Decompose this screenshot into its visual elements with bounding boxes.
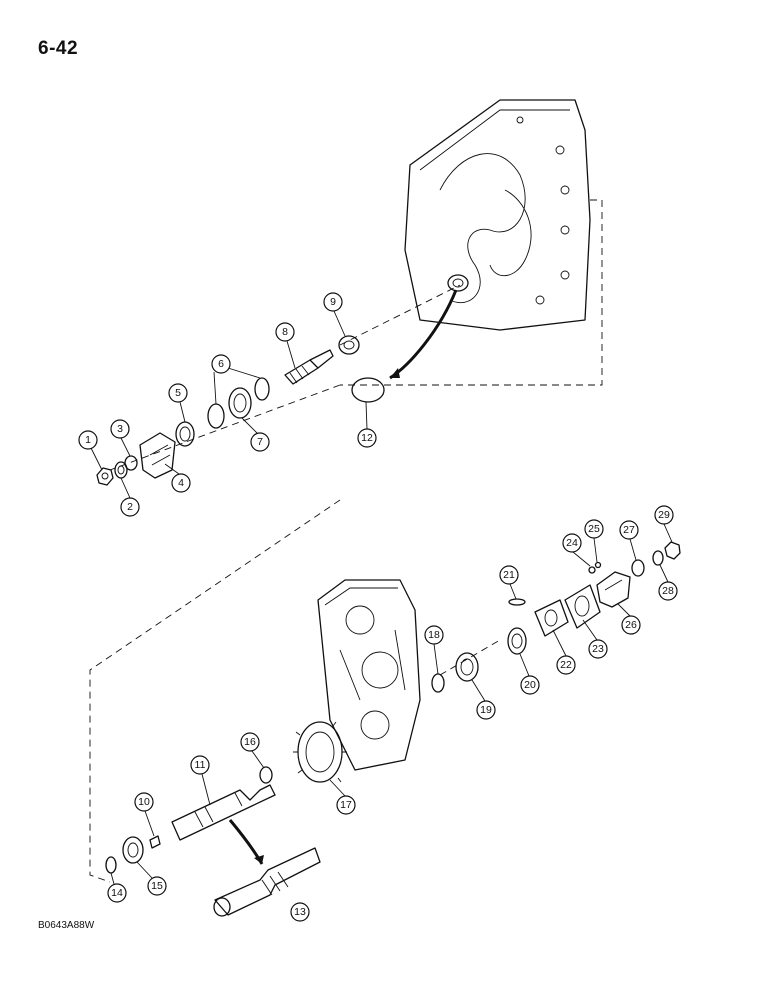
nut-29: [664, 541, 681, 560]
nut-1: [96, 467, 114, 486]
callout-19: 19: [476, 700, 496, 720]
callout-label: 26: [625, 619, 637, 631]
rear-cover: [317, 579, 421, 771]
callout-label: 11: [195, 759, 206, 771]
yoke-26: [596, 571, 631, 608]
callout-28: 28: [658, 581, 678, 601]
callout-label: 7: [257, 436, 263, 448]
gasket-22: [534, 599, 569, 637]
callout-label: 19: [480, 704, 492, 716]
washer-16: [259, 766, 273, 784]
callout-label: 20: [524, 679, 536, 691]
callout-20: 20: [520, 675, 540, 695]
callout-label: 16: [244, 736, 256, 748]
callout-14: 14: [107, 883, 127, 903]
callout-label: 13: [294, 906, 306, 918]
callout-18: 18: [424, 625, 444, 645]
axis-line-lower: [439, 639, 501, 676]
callout-17: 17: [336, 795, 356, 815]
callout-6: 6: [211, 354, 231, 374]
callout-label: 17: [340, 799, 352, 811]
callout-label: 14: [111, 887, 123, 899]
transmission-housing: [404, 99, 591, 331]
callout-label: 12: [361, 432, 373, 444]
callout-16: 16: [240, 732, 260, 752]
bearing-9: [338, 335, 360, 355]
leader-lines: [90, 310, 673, 885]
callout-label: 4: [178, 477, 184, 489]
callout-1: 1: [78, 430, 98, 450]
o-ring-21: [508, 598, 526, 606]
seal-5: [175, 421, 195, 447]
callout-8: 8: [275, 322, 295, 342]
callout-label: 22: [560, 659, 572, 671]
callout-25: 25: [584, 519, 604, 539]
shaft-11: [171, 784, 276, 841]
pin-10: [149, 835, 161, 849]
callout-label: 25: [588, 523, 600, 535]
page-number: 6-42: [38, 38, 79, 59]
callout-13: 13: [290, 902, 310, 922]
callout-2: 2: [120, 497, 140, 517]
callout-label: 28: [662, 585, 674, 597]
snap-ring-6: [207, 377, 270, 429]
callout-label: 18: [428, 629, 440, 641]
callout-24: 24: [562, 533, 582, 553]
callout-27: 27: [619, 520, 639, 540]
callout-label: 9: [330, 296, 336, 308]
callout-11: 11: [190, 755, 210, 775]
callout-label: 1: [85, 434, 91, 446]
callout-23: 23: [588, 639, 608, 659]
callout-10: 10: [134, 792, 154, 812]
lower-assembly-boundary: [89, 499, 341, 883]
callout-label: 8: [282, 326, 288, 338]
callout-label: 24: [566, 537, 578, 549]
seal-20: [507, 627, 527, 655]
shaft-13: [213, 819, 321, 917]
callout-3: 3: [110, 419, 130, 439]
bearing-19: [455, 652, 479, 682]
plug: [351, 289, 458, 403]
callout-label: 27: [623, 524, 635, 536]
gear-17: [293, 721, 347, 783]
washer-18: [431, 673, 445, 693]
callout-9: 9: [323, 292, 343, 312]
callout-label: 5: [175, 387, 181, 399]
upper-assembly-boundary: [109, 199, 603, 471]
bearing-7: [228, 387, 252, 419]
bearing-15: [122, 836, 144, 864]
callout-21: 21: [499, 565, 519, 585]
pin-24-25: [588, 561, 602, 574]
callout-label: 6: [218, 358, 224, 370]
callout-label: 3: [117, 423, 123, 435]
callout-7: 7: [250, 432, 270, 452]
snap-ring-14: [105, 856, 117, 874]
callout-label: 10: [138, 796, 150, 808]
seal-27: [631, 559, 645, 577]
figure-code: B0643A88W: [38, 920, 95, 931]
washer-28: [652, 550, 664, 566]
shaft-8: [284, 349, 334, 385]
callout-15: 15: [147, 876, 167, 896]
callout-29: 29: [654, 505, 674, 525]
callout-22: 22: [556, 655, 576, 675]
axis-line-upper: [339, 284, 461, 346]
cover-23: [564, 584, 601, 629]
callout-label: 23: [592, 643, 604, 655]
callout-5: 5: [168, 383, 188, 403]
callout-label: 21: [503, 569, 515, 581]
callout-26: 26: [621, 615, 641, 635]
callout-12: 12: [357, 428, 377, 448]
seal-3: [124, 455, 138, 471]
callout-label: 29: [658, 509, 670, 521]
yoke-4: [139, 432, 176, 479]
callout-label: 15: [151, 880, 163, 892]
callout-label: 2: [127, 501, 133, 513]
callout-4: 4: [171, 473, 191, 493]
